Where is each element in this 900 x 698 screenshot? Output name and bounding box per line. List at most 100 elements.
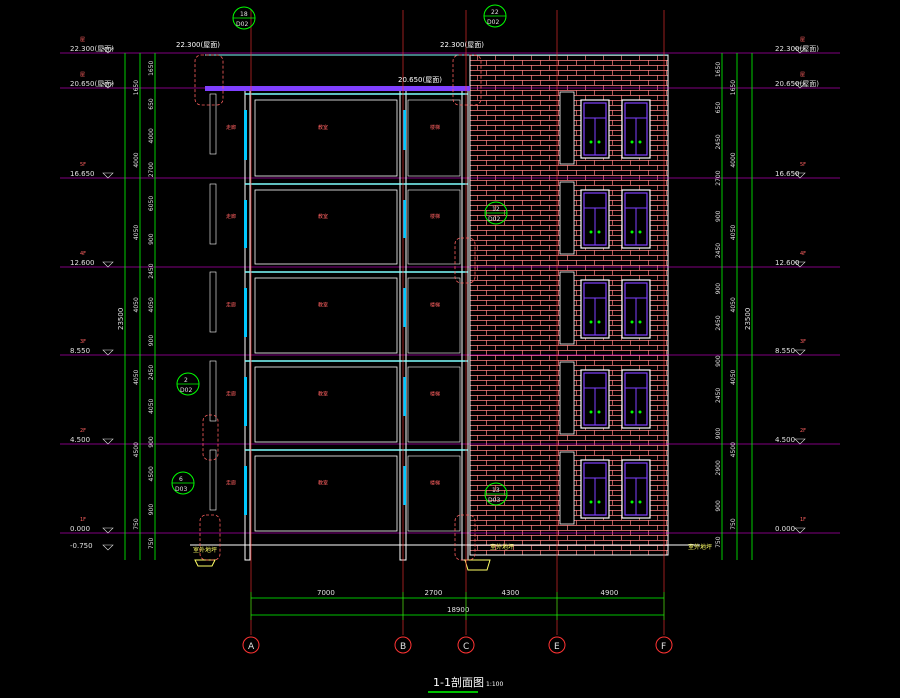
column (209, 183, 217, 245)
level-right-marker (794, 438, 806, 445)
level-left-tag: 3F (80, 339, 86, 345)
level-right-marker (794, 172, 806, 179)
room-label-corridor: 走廊 (226, 124, 236, 131)
callout-number: 13 (492, 487, 500, 494)
dim-left-text: 4050 (133, 369, 140, 384)
window-handle (638, 500, 642, 504)
facade-windows (559, 91, 651, 525)
window-handle (597, 410, 601, 414)
level-left-tag: 4F (80, 251, 86, 257)
level-left-value: 4.500 (70, 436, 90, 444)
axis-bubble (548, 636, 566, 654)
dim-right-text: 1650 (730, 80, 737, 95)
level-left-marker (102, 438, 114, 445)
dim-left-text: 900 (148, 436, 155, 448)
dim-left-text: 4050 (133, 225, 140, 240)
level-right-tag: 4F (800, 251, 806, 257)
level-right-tag: 屋 (800, 37, 805, 43)
window-handle (638, 320, 642, 324)
stair-outline (407, 99, 461, 177)
glass-strip (244, 200, 247, 248)
glass-strip (244, 466, 247, 515)
ground-label-mid: 室外地坪 (490, 543, 514, 551)
stair-outline (407, 366, 461, 443)
level-right-value: 20.650(屋面) (775, 80, 819, 88)
callout-sheet: D02 (236, 21, 248, 28)
level-right-value: 0.000 (775, 525, 795, 533)
level-right-value: 16.650 (775, 170, 800, 178)
callout-number: 2 (184, 377, 188, 384)
level-left-marker (102, 82, 114, 89)
inner-level-top-left: 22.300(屋面) (176, 41, 220, 49)
glass-strip (403, 288, 406, 327)
room-outline (254, 366, 398, 443)
window-handle (630, 140, 634, 144)
axis-bubble (242, 636, 260, 654)
stair-window (559, 91, 575, 165)
room-label-corridor: 走廊 (226, 391, 236, 398)
dim-right-text: 2450 (715, 134, 722, 149)
window-handle (589, 500, 593, 504)
detail-box (194, 54, 224, 106)
dim-right-text: 750 (715, 536, 722, 548)
dim-left-text: 4500 (133, 442, 140, 457)
glass-strip (403, 466, 406, 505)
dim-right-text: 900 (715, 428, 722, 440)
callout-sheet: D02 (488, 216, 500, 223)
window-handle (589, 410, 593, 414)
level-right-value: 22.300(屋面) (775, 45, 819, 53)
stair-outline (407, 455, 461, 532)
ground-label-right: 室外地坪 (688, 543, 712, 551)
level-left-value: 22.300(屋面) (70, 45, 114, 53)
level-left-value: 8.550 (70, 347, 90, 355)
level-right-marker (794, 349, 806, 356)
level-lines: 屋22.300(屋面)屋20.650(屋面)5F16.6504F12.6003F… (60, 37, 840, 551)
dim-right-total-text: 23500 (744, 308, 752, 330)
ground-label-left: 室外地坪 (193, 546, 217, 554)
level-left-value: 0.000 (70, 525, 90, 533)
room-label-corridor: 走廊 (226, 480, 236, 487)
room-outline (254, 277, 398, 354)
dim-left-text: 4000 (133, 152, 140, 167)
room-outline (254, 99, 398, 177)
dim-right-text: 4050 (730, 369, 737, 384)
dim-right-text: 4050 (730, 225, 737, 240)
dim-bottom-total-text: 18900 (447, 606, 469, 614)
level-right-value: 12.600 (775, 259, 800, 267)
window-handle (597, 230, 601, 234)
level-left-marker (102, 172, 114, 179)
glass-strip (244, 288, 247, 337)
stair-window (559, 361, 575, 435)
axis-label: E (554, 642, 560, 652)
dim-bottom-text: 4900 (601, 589, 619, 597)
level-left-value: 20.650(屋面) (70, 80, 114, 88)
window-handle (597, 500, 601, 504)
dim-left-total-text: 23500 (117, 308, 125, 330)
axis-bubble (394, 636, 412, 654)
dim-left-text: 2450 (148, 263, 155, 278)
level-right-value: 4.500 (775, 436, 795, 444)
room-label-classroom: 教室 (318, 124, 328, 131)
dim-right-text: 750 (730, 518, 737, 530)
column (209, 360, 217, 422)
window-handle (630, 320, 634, 324)
dim-left-text: 2450 (148, 365, 155, 380)
room-labels: 走廊教室楼梯走廊教室楼梯走廊教室楼梯走廊教室楼梯走廊教室楼梯 (226, 124, 440, 487)
dim-left-text: 4050 (148, 398, 155, 413)
level-right-tag: 1F (800, 517, 806, 523)
callout-number: 6 (179, 476, 183, 483)
level-left-marker (102, 47, 114, 54)
level-right-tag: 2F (800, 428, 806, 434)
level-left-tag: 屋 (80, 72, 85, 78)
level-right-tag: 屋 (800, 72, 805, 78)
dim-right-text: 4050 (730, 297, 737, 312)
room-label-corridor: 走廊 (226, 302, 236, 309)
axis-bubble (457, 636, 475, 654)
dim-left-text: 4000 (148, 128, 155, 143)
drawing-title: 1-1剖面图 (433, 675, 484, 689)
dim-right-text: 2450 (715, 388, 722, 403)
glass-strip (244, 377, 247, 426)
window-handle (638, 230, 642, 234)
callout-sheet: D03 (175, 486, 187, 493)
